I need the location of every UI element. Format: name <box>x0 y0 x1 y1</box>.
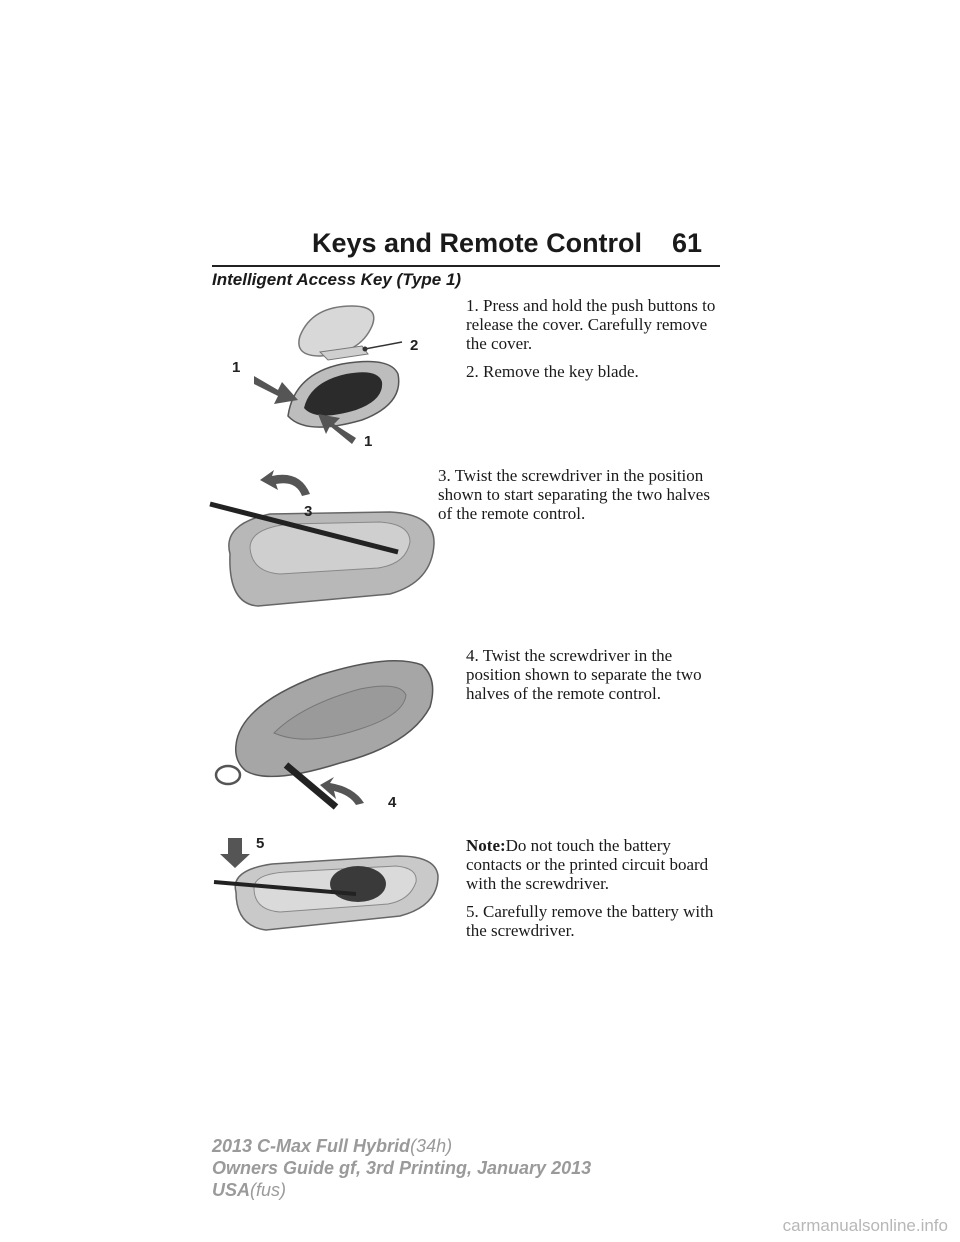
footer-market: USA <box>212 1180 251 1200</box>
step-3-text: 3. Twist the screwdriver in the position… <box>438 466 710 523</box>
footer-line-2: Owners Guide gf, 3rd Printing, January 2… <box>212 1158 592 1178</box>
section-heading: Intelligent Access Key (Type 1) <box>212 270 462 289</box>
page-header-title: Keys and Remote Control <box>312 228 643 258</box>
callout-label-1a: 1 <box>232 359 240 376</box>
note-label: Note: <box>466 836 506 855</box>
footer-model-code: (34h) <box>410 1136 453 1156</box>
footer-line-1: 2013 C-Max Full Hybrid(34h) <box>212 1135 591 1157</box>
callout-label-4: 4 <box>388 794 397 811</box>
figure-separate-halves: 4 <box>214 660 434 811</box>
callout-label-2: 2 <box>410 337 418 354</box>
step-1-text: 1. Press and hold the push buttons to re… <box>466 296 716 353</box>
watermark-link[interactable]: carmanualsonline.info <box>782 1216 948 1235</box>
page-number: 61 <box>672 228 703 258</box>
footer-line-3: USA(fus) <box>212 1179 591 1201</box>
note-paragraph: Note:Do not touch the battery contacts o… <box>466 836 720 893</box>
note-text: Do not touch the battery contacts or the… <box>466 836 709 893</box>
document-footer: 2013 C-Max Full Hybrid(34h) Owners Guide… <box>212 1135 591 1201</box>
step-2-text: 2. Remove the key blade. <box>466 362 639 381</box>
footer-model: 2013 C-Max Full Hybrid <box>212 1136 411 1156</box>
figure-start-separation: 3 <box>209 470 435 607</box>
header-divider <box>212 265 720 267</box>
callout-label-1b: 1 <box>364 433 372 450</box>
figure-remove-battery: 5 <box>213 835 439 931</box>
callout-label-3: 3 <box>304 503 312 520</box>
step-5-text: 5. Carefully remove the battery with the… <box>466 902 714 940</box>
callout-label-5: 5 <box>256 835 264 852</box>
figure-remove-cover: 1 2 1 <box>232 305 418 450</box>
footer-market-code: (fus) <box>250 1180 287 1200</box>
step-4-text: 4. Twist the screwdriver in the position… <box>466 646 702 703</box>
